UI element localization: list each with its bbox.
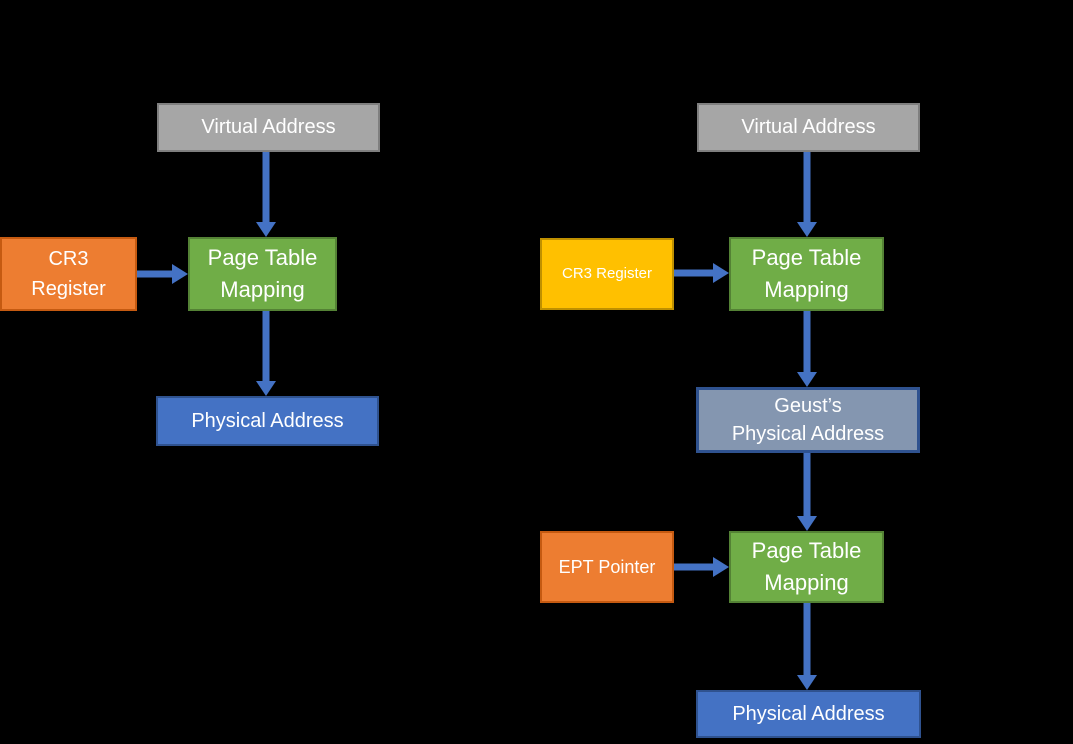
right-physical-address-box: Physical Address: [696, 690, 921, 738]
left-physical-address-box: Physical Address: [156, 396, 379, 446]
right-page-table-mapping-bottom-box: Page Table Mapping: [729, 531, 884, 603]
arrow-left-cr3-to-pagetable: [137, 264, 188, 284]
arrow-right-ept-to-pagetable: [674, 557, 729, 577]
right-ept-pointer-box: EPT Pointer: [540, 531, 674, 603]
right-virtual-address-box: Virtual Address: [697, 103, 920, 152]
arrow-right-pagetable-to-guestphysical: [797, 311, 817, 387]
right-page-table-mapping-top-box: Page Table Mapping: [729, 237, 884, 311]
arrow-right-pagetable-to-physical: [797, 603, 817, 690]
arrow-right-virtual-to-pagetable: [797, 152, 817, 237]
left-cr3-register-box: CR3 Register: [0, 237, 137, 311]
right-cr3-register-box: CR3 Register: [540, 238, 674, 310]
right-guest-physical-address-box: Geust’s Physical Address: [696, 387, 920, 453]
left-virtual-address-box: Virtual Address: [157, 103, 380, 152]
arrow-right-guestphysical-to-pagetable: [797, 453, 817, 531]
arrow-right-cr3-to-pagetable: [674, 263, 729, 283]
left-page-table-mapping-box: Page Table Mapping: [188, 237, 337, 311]
arrow-left-pagetable-to-physical: [256, 311, 276, 396]
arrow-left-virtual-to-pagetable: [256, 152, 276, 237]
